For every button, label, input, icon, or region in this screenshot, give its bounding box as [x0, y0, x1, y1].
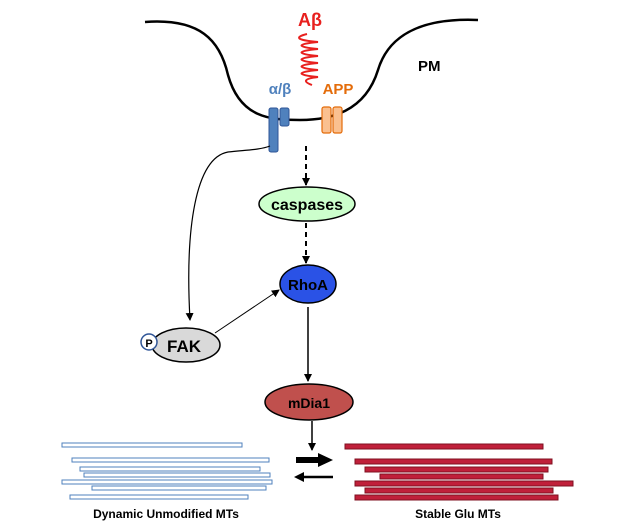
mdia1-label: mDia1: [288, 395, 330, 411]
stable-mts-label: Stable Glu MTs: [415, 507, 501, 521]
integrin-alpha-subunit: [268, 107, 279, 153]
app-label: APP: [323, 81, 354, 98]
integrin-beta-subunit: [279, 107, 290, 127]
app-subunit-left: [321, 106, 332, 134]
caspases-label: caspases: [271, 197, 343, 214]
arrow-integrin-to-fak: [185, 145, 271, 321]
arrow-fak-to-rhoa: [214, 289, 280, 334]
caspases-node: [258, 186, 356, 222]
phospho-badge: [140, 333, 158, 351]
fak-label: FAK: [167, 337, 202, 356]
abeta-squiggle: [298, 33, 319, 86]
dynamic-mts-label: Dynamic Unmodified MTs: [93, 507, 239, 521]
pm-label: PM: [418, 58, 441, 75]
equilibrium-arrows: [294, 453, 333, 482]
phospho-label: P: [145, 338, 152, 350]
integrin-label: α/β: [269, 81, 292, 98]
abeta-label: Aβ: [298, 10, 322, 30]
mdia1-node: [264, 383, 354, 421]
plasma-membrane: [144, 18, 479, 122]
rhoa-node: [279, 264, 337, 304]
rhoa-label: RhoA: [288, 277, 328, 294]
app-subunit-right: [332, 106, 343, 134]
dynamic-microtubules: [61, 442, 273, 500]
stable-glu-microtubules: [344, 443, 574, 501]
